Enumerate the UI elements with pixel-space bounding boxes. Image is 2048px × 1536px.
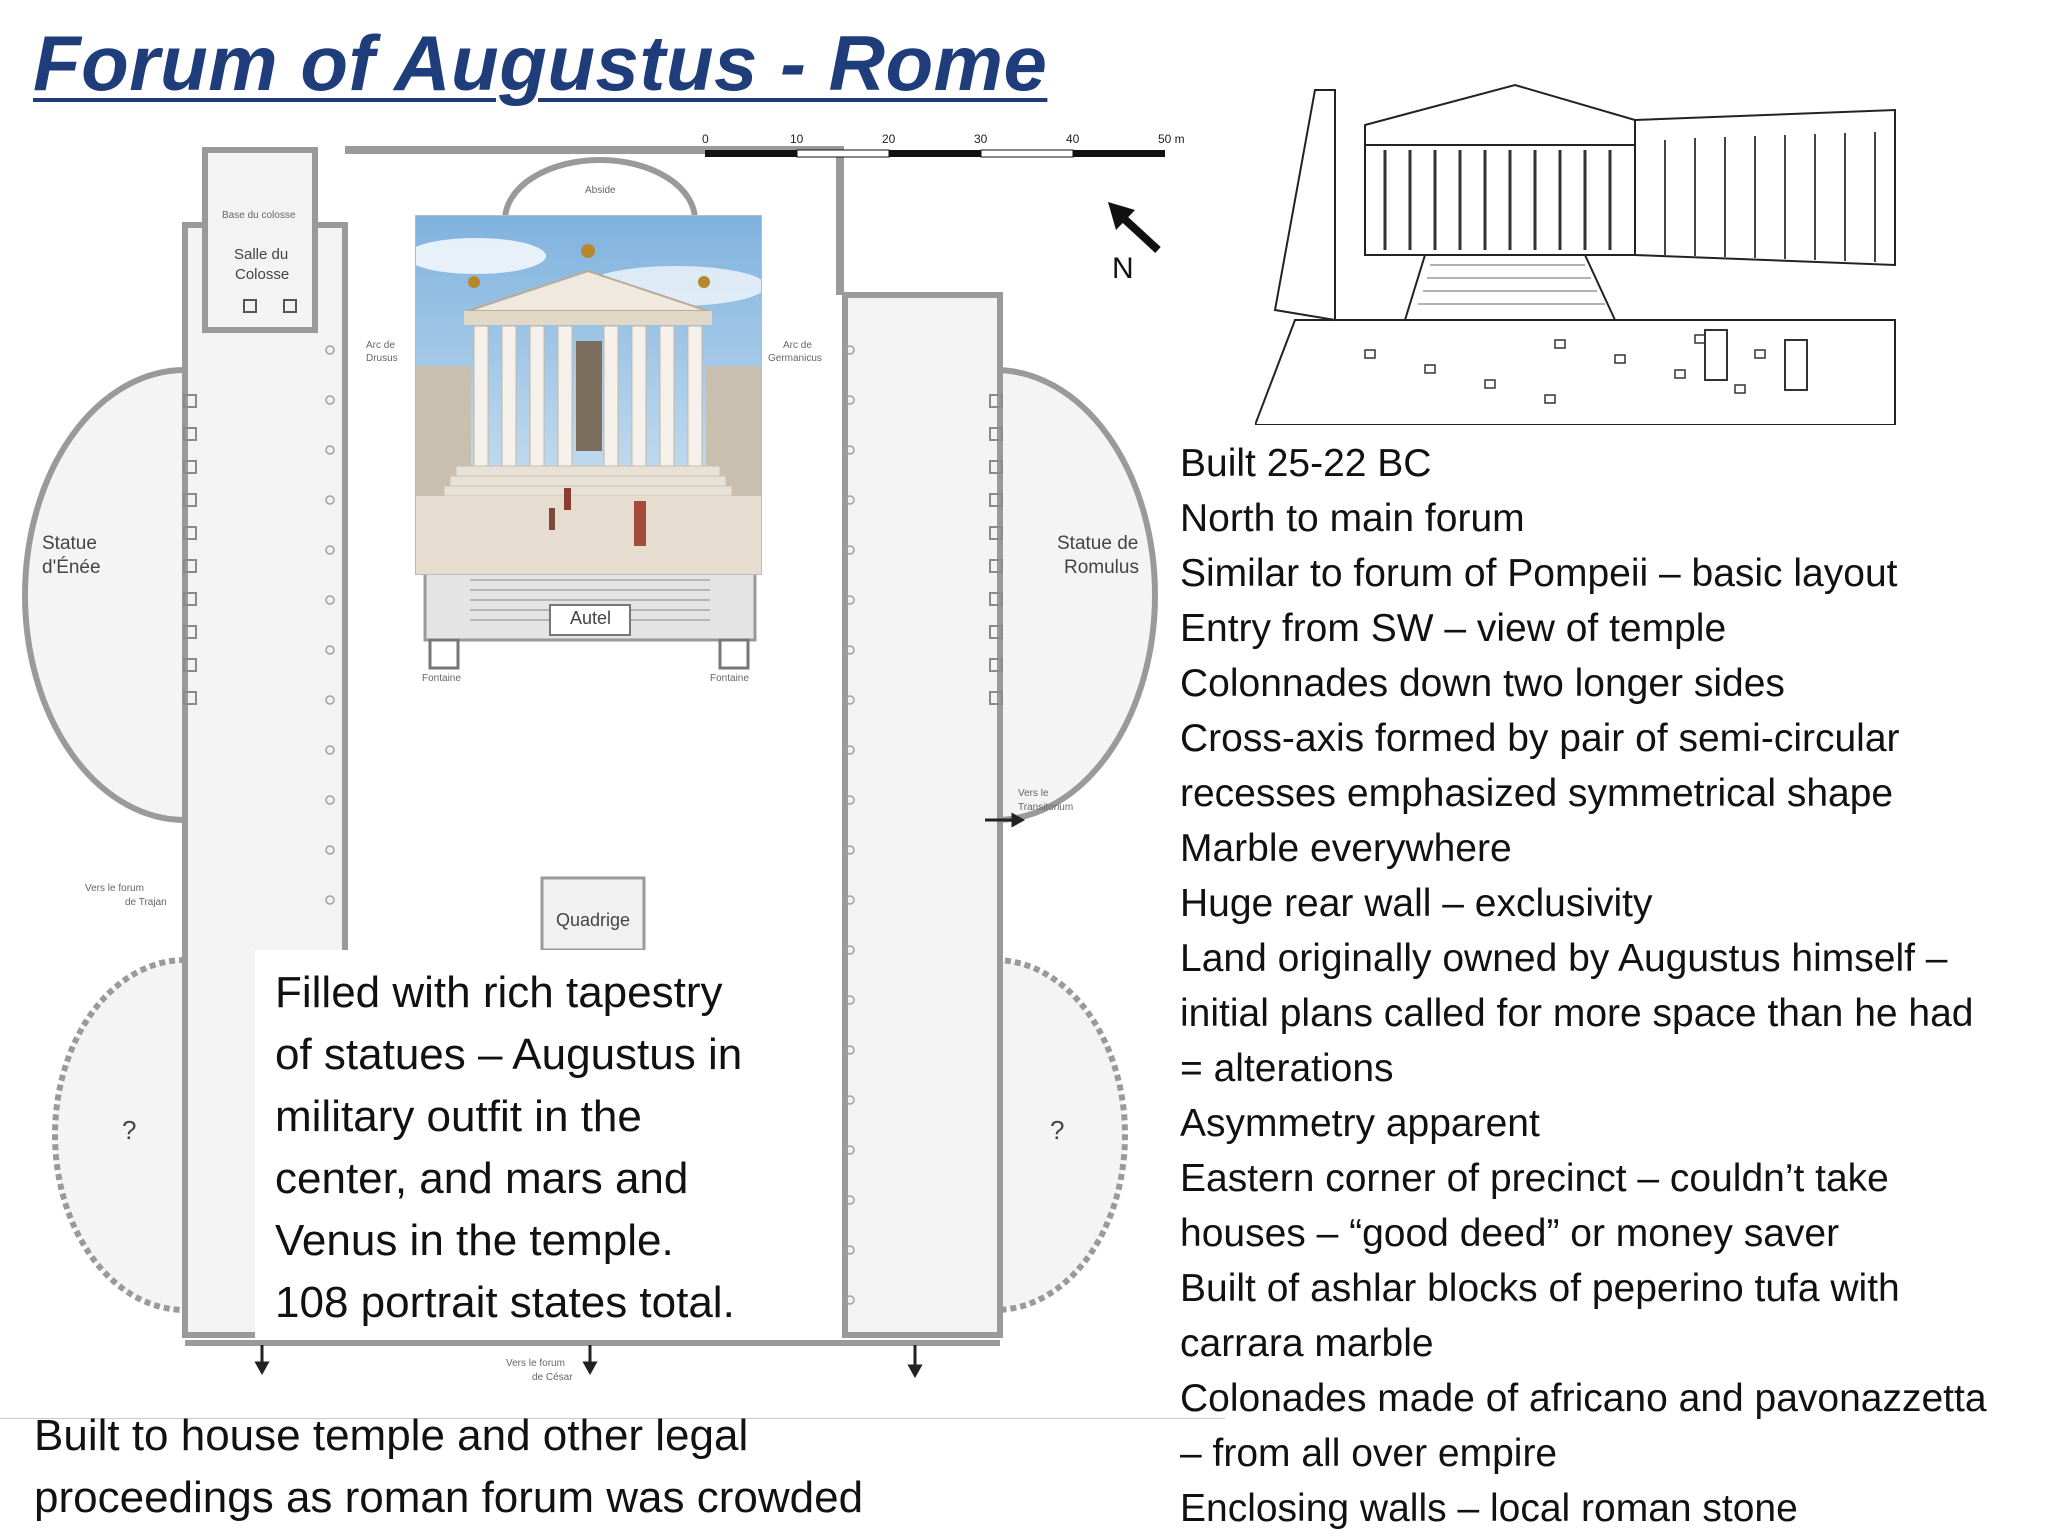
plan-label-vers-cesar-1: Vers le forum	[506, 1358, 565, 1369]
purpose-line: Built to house temple and other legal	[34, 1411, 749, 1460]
plan-label-vers-transitorium-2: Transitorium	[1018, 802, 1074, 813]
plan-label-quadrige: Quadrige	[556, 910, 631, 930]
note-item: North to main forum	[1180, 497, 1525, 540]
plan-label-vers-transitorium-1: Vers le	[1018, 788, 1049, 799]
note-item: Land originally owned by Augustus himsel…	[1180, 937, 1948, 980]
north-label: N	[1112, 252, 1134, 285]
plan-label-abside: Abside	[585, 185, 616, 196]
scale-tick-50: 50 m	[1158, 132, 1185, 146]
plan-label-arc-germanicus-2: Germanicus	[768, 353, 822, 364]
divider-line	[0, 1418, 1225, 1419]
scale-tick-0: 0	[702, 132, 709, 146]
statues-text-box: Filled with rich tapestry of statues – A…	[255, 950, 800, 1340]
scale-tick-30: 30	[974, 132, 988, 146]
note-item: Entry from SW – view of temple	[1180, 607, 1727, 650]
plan-label-vers-trajan-1: Vers le forum	[85, 883, 144, 894]
slide-title: Forum of Augustus - Rome	[33, 19, 1048, 107]
plan-label-arc-drusus-1: Arc de	[366, 340, 395, 351]
statues-line: center, and mars and	[275, 1154, 689, 1203]
note-item: houses – “good deed” or money saver	[1180, 1212, 1840, 1255]
forum-cutaway-drawing	[1255, 83, 1896, 425]
notes-list: Built 25-22 BC North to main forum Simil…	[1180, 436, 2040, 1536]
note-item: Enclosing walls – local roman stone	[1180, 1487, 1798, 1530]
note-item: Built of ashlar blocks of peperino tufa …	[1180, 1267, 1900, 1310]
purpose-line: proceedings as roman forum was crowded	[34, 1473, 864, 1522]
note-item: Colonnades down two longer sides	[1180, 662, 1785, 705]
note-item: – from all over empire	[1180, 1432, 1558, 1475]
note-item: Asymmetry apparent	[1180, 1102, 1540, 1145]
plan-label-arc-drusus-2: Drusus	[366, 353, 398, 364]
purpose-text: Built to house temple and other legal pr…	[34, 1405, 1034, 1529]
statues-line: military outfit in the	[275, 1092, 642, 1141]
plan-label-autel: Autel	[570, 608, 612, 628]
north-arrow-icon	[1108, 202, 1161, 253]
plan-label-question-left: ?	[122, 1115, 137, 1145]
statues-paragraph: Filled with rich tapestry of statues – A…	[255, 950, 800, 1334]
plan-label-statue-enee-1: Statue	[42, 533, 97, 554]
note-item: carrara marble	[1180, 1322, 1434, 1365]
note-item: = alterations	[1180, 1047, 1394, 1090]
note-item: Similar to forum of Pompeii – basic layo…	[1180, 552, 1898, 595]
note-item: recesses emphasized symmetrical shape	[1180, 772, 1894, 815]
plan-label-base-colosse: Base du colosse	[222, 210, 296, 221]
scale-tick-10: 10	[790, 132, 804, 146]
plan-label-statue-romulus-1: Statue de	[1057, 533, 1139, 554]
scale-tick-20: 20	[882, 132, 896, 146]
note-item: Eastern corner of precinct – couldn’t ta…	[1180, 1157, 1889, 1200]
note-item: Cross-axis formed by pair of semi-circul…	[1180, 717, 1900, 760]
plan-label-fontaine-left: Fontaine	[422, 673, 461, 684]
note-item: Built 25-22 BC	[1180, 442, 1432, 485]
note-item: initial plans called for more space than…	[1180, 992, 1974, 1035]
plan-label-fontaine-right: Fontaine	[710, 673, 749, 684]
statues-line: 108 portrait states total.	[275, 1278, 735, 1327]
plan-label-arc-germanicus-1: Arc de	[783, 340, 812, 351]
plan-label-vers-cesar-2: de César	[532, 1372, 573, 1383]
plan-label-statue-romulus-2: Romulus	[1064, 557, 1139, 578]
plan-label-salle-1: Salle du	[234, 246, 289, 263]
statues-line: Venus in the temple.	[275, 1216, 674, 1265]
note-item: Huge rear wall – exclusivity	[1180, 882, 1653, 925]
plan-label-vers-trajan-2: de Trajan	[125, 897, 167, 908]
plan-label-question-right: ?	[1050, 1115, 1065, 1145]
plan-label-statue-enee-2: d'Énée	[42, 557, 101, 578]
note-item: Colonades made of africano and pavonazze…	[1180, 1377, 1987, 1420]
note-item: Marble everywhere	[1180, 827, 1512, 870]
plan-label-salle-2: Colosse	[235, 266, 290, 283]
statues-line: of statues – Augustus in	[275, 1030, 743, 1079]
temple-reconstruction-image	[415, 215, 762, 575]
scale-tick-40: 40	[1066, 132, 1080, 146]
statues-line: Filled with rich tapestry	[275, 968, 723, 1017]
